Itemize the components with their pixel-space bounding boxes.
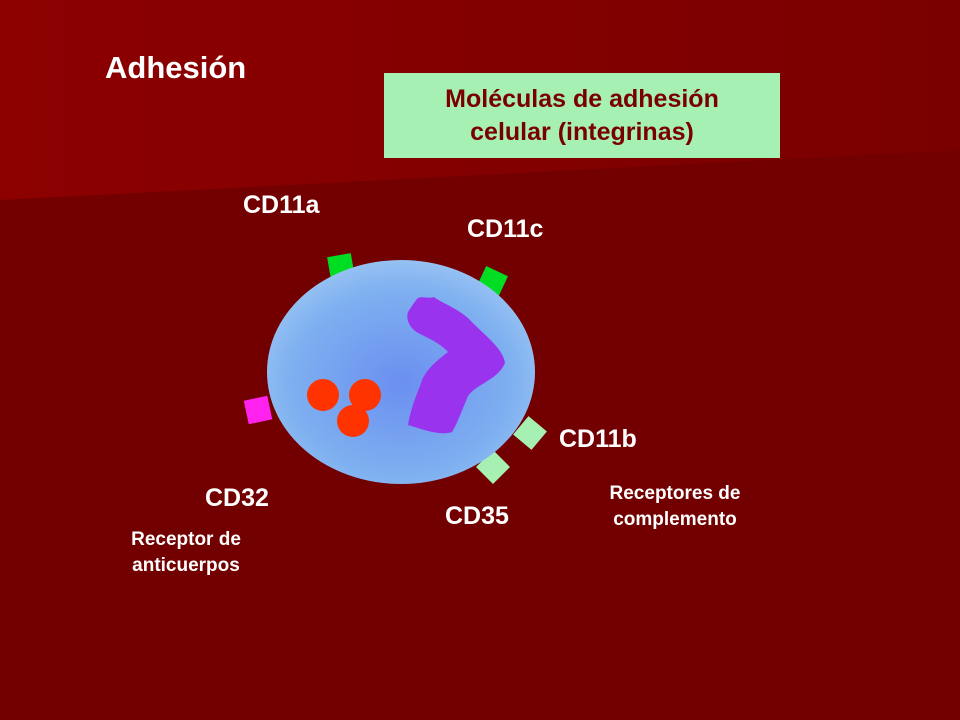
slide-title: Adhesión bbox=[105, 50, 247, 85]
integrins-box: Moléculas de adhesión celular (integrina… bbox=[384, 73, 780, 158]
cd11a-label: CD11a bbox=[243, 191, 320, 219]
cd11b-label: CD11b bbox=[559, 425, 637, 453]
integrins-box-line1: Moléculas de adhesión bbox=[445, 84, 719, 113]
cell-nucleus bbox=[407, 297, 505, 434]
cd11b-receptor bbox=[513, 416, 547, 450]
antibody-note-line2: anticuerpos bbox=[132, 555, 240, 576]
antibody-receptor-note: Receptor de anticuerpos bbox=[96, 527, 276, 579]
complement-receptor-note: Receptores de complemento bbox=[578, 481, 772, 533]
granule bbox=[307, 379, 339, 411]
antibody-note-line1: Receptor de bbox=[131, 529, 241, 550]
cd32-label: CD32 bbox=[205, 484, 269, 512]
cd11c-label: CD11c bbox=[467, 215, 544, 243]
leukocyte-cell bbox=[267, 260, 535, 484]
integrins-box-line2: celular (integrinas) bbox=[470, 117, 694, 146]
granule bbox=[349, 379, 381, 411]
complement-note-line2: complemento bbox=[613, 509, 737, 530]
granule bbox=[337, 405, 369, 437]
cd35-label: CD35 bbox=[445, 502, 509, 530]
cd32-receptor bbox=[243, 395, 273, 425]
complement-note-line1: Receptores de bbox=[609, 483, 741, 504]
